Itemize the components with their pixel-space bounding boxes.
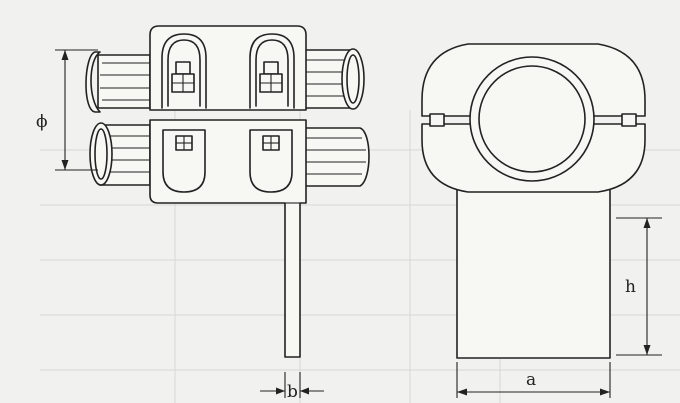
upper-clamp-block — [149, 25, 307, 111]
lower-clamp-block — [149, 119, 307, 358]
upper-right-nut-icon — [259, 61, 283, 93]
lower-conductor-end — [89, 122, 113, 186]
a-label: a — [526, 370, 536, 390]
phi-dimension: ϕ — [36, 49, 98, 171]
upper-left-nut-icon — [171, 61, 195, 93]
b-dimension: b — [260, 372, 324, 402]
lower-conductor — [89, 122, 370, 187]
lower-left-bolt-head-icon — [175, 135, 193, 151]
phi-label: ϕ — [36, 112, 48, 132]
lower-right-bolt-head-icon — [262, 135, 280, 151]
upper-conductor-end — [341, 48, 365, 110]
front-view: ϕ b — [36, 25, 370, 402]
h-dimension: h — [616, 217, 662, 356]
a-dimension: a — [456, 362, 611, 398]
side-view: h a — [421, 43, 662, 398]
side-conductor-ring — [469, 56, 595, 182]
b-label: b — [287, 382, 298, 402]
side-tail-plate — [456, 182, 611, 359]
side-conductor-bore — [478, 65, 586, 173]
h-label: h — [625, 277, 636, 297]
